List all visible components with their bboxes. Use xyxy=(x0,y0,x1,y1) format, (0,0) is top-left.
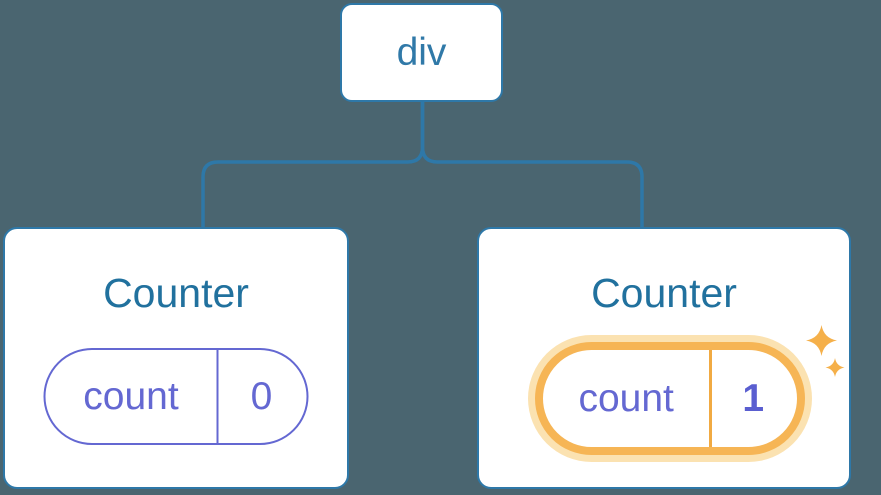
state-key-segment: count xyxy=(543,350,709,447)
state-pill-left: count 0 xyxy=(43,348,309,445)
root-node-label: div xyxy=(396,30,447,74)
counter-card-right: Counter count 1 xyxy=(477,227,851,489)
root-node: div xyxy=(340,3,503,102)
state-key-segment: count xyxy=(46,350,217,443)
state-value-segment: 1 xyxy=(709,350,797,447)
connector-left-branch xyxy=(201,101,425,228)
connector-right-branch xyxy=(420,101,644,228)
counter-card-left: Counter count 0 xyxy=(3,227,349,489)
state-value-segment: 0 xyxy=(216,350,306,443)
sparkle-large-icon xyxy=(806,325,837,356)
card-title-right: Counter xyxy=(591,270,737,316)
pill-divider xyxy=(216,350,219,443)
card-title-left: Counter xyxy=(103,270,249,316)
pill-divider xyxy=(709,350,713,447)
state-value: 0 xyxy=(250,374,273,418)
state-key-label: count xyxy=(83,374,179,418)
state-key-label: count xyxy=(578,376,674,420)
state-pill-highlighted: count 1 xyxy=(535,342,805,455)
state-value: 1 xyxy=(742,376,765,420)
sparkle-small-icon xyxy=(825,358,845,377)
